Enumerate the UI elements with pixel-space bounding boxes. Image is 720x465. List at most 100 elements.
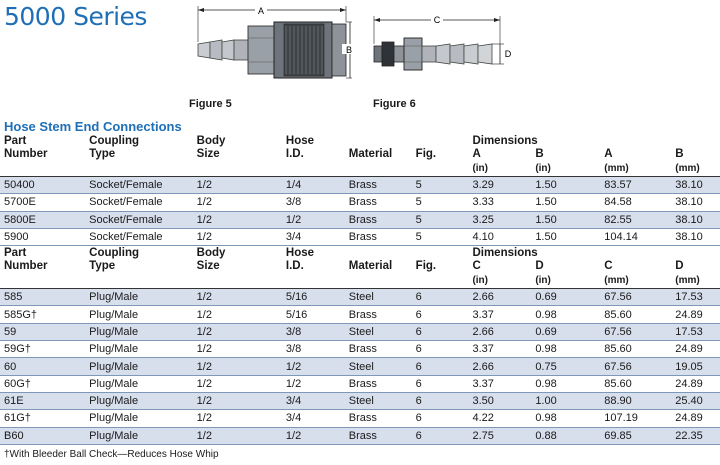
unit-label: (mm) bbox=[671, 160, 720, 177]
col-dimensions-header: Dimensions bbox=[472, 135, 538, 147]
cell-hose-id: 3/8 bbox=[281, 323, 345, 342]
cell-hose-id: 1/4 bbox=[281, 176, 345, 195]
series-title: 5000 Series bbox=[4, 2, 147, 31]
group-1-body: Part Coupling Body Hose Dimensions Numbe… bbox=[0, 134, 720, 247]
cell-body-size: 1/2 bbox=[192, 176, 282, 195]
cell-dim-2-mm: 24.89 bbox=[671, 375, 720, 393]
col-hose-header-2: I.D. bbox=[285, 260, 304, 273]
cell-part-number: 59 bbox=[0, 323, 86, 342]
cell-dim-1-in: 2.66 bbox=[468, 357, 532, 376]
hose-stem-table: Part Coupling Body Hose Dimensions Numbe… bbox=[0, 134, 720, 445]
cell-part-number: 61E bbox=[0, 392, 86, 411]
cell-hose-id: 1/2 bbox=[281, 211, 345, 229]
cell-dim-2-mm: 25.40 bbox=[671, 392, 720, 411]
cell-dim-2-in: 0.98 bbox=[531, 409, 601, 428]
cell-figure: 6 bbox=[411, 305, 469, 324]
col-body-header-2: Size bbox=[196, 148, 220, 160]
cell-coupling-type: Plug/Male bbox=[85, 323, 193, 342]
unit-label: (in) bbox=[468, 272, 532, 290]
cell-material: Brass bbox=[344, 427, 412, 445]
figure-6-drawing: C D bbox=[373, 15, 514, 71]
cell-dim-1-in: 3.50 bbox=[468, 392, 532, 411]
cell-figure: 5 bbox=[411, 176, 469, 195]
cell-part-number: 5800E bbox=[0, 211, 86, 229]
cell-dim-1-mm: 69.85 bbox=[600, 427, 672, 445]
cell-dim-1-in: 2.66 bbox=[468, 288, 532, 307]
cell-dim-1-in: 3.37 bbox=[468, 375, 532, 393]
cell-dim-1-in: 2.75 bbox=[468, 427, 532, 445]
dim-letter: A bbox=[472, 148, 481, 160]
cell-dim-1-mm: 67.56 bbox=[600, 288, 672, 307]
cell-dim-1-in: 3.25 bbox=[468, 211, 532, 229]
cell-body-size: 1/2 bbox=[192, 392, 282, 411]
cell-coupling-type: Socket/Female bbox=[85, 228, 193, 247]
cell-figure: 6 bbox=[411, 392, 469, 411]
cell-material: Brass bbox=[344, 211, 412, 229]
cell-dim-1-mm: 107.19 bbox=[600, 409, 672, 428]
group-1-header-row-2: Number Type Size I.D. Material Fig. A B … bbox=[0, 147, 720, 160]
cell-coupling-type: Socket/Female bbox=[85, 176, 193, 195]
cell-dim-2-mm: 17.53 bbox=[671, 288, 720, 307]
dim-b-label-bg bbox=[342, 44, 356, 54]
col-coupling-header: Coupling bbox=[89, 135, 139, 147]
cell-hose-id: 3/8 bbox=[281, 340, 345, 359]
cell-dim-1-mm: 85.60 bbox=[600, 375, 672, 393]
cell-dim-2-mm: 19.05 bbox=[671, 357, 720, 376]
cell-dim-1-mm: 88.90 bbox=[600, 392, 672, 411]
cell-hose-id: 3/4 bbox=[281, 392, 345, 411]
cell-coupling-type: Plug/Male bbox=[85, 305, 193, 324]
cell-dim-1-mm: 67.56 bbox=[600, 357, 672, 376]
cell-body-size: 1/2 bbox=[192, 427, 282, 445]
cell-material: Steel bbox=[344, 323, 412, 342]
col-hose-header: Hose bbox=[285, 247, 315, 260]
dim-d-label: D bbox=[505, 49, 512, 59]
cell-hose-id: 1/2 bbox=[281, 375, 345, 393]
dim-letter: A bbox=[604, 148, 613, 160]
unit-label: (mm) bbox=[671, 272, 720, 290]
cell-hose-id: 5/16 bbox=[281, 288, 345, 307]
col-body-header: Body bbox=[196, 247, 226, 260]
cell-body-size: 1/2 bbox=[192, 305, 282, 324]
cell-part-number: 59G† bbox=[0, 340, 86, 359]
group-2-header-row-1: Part Coupling Body Hose Dimensions bbox=[0, 246, 720, 260]
dim-d-label-bg bbox=[502, 49, 514, 59]
col-part-header: Part bbox=[4, 247, 27, 260]
unit-label: (in) bbox=[531, 160, 601, 177]
cell-dim-2-in: 1.50 bbox=[531, 176, 601, 195]
cell-figure: 5 bbox=[411, 193, 469, 212]
cell-material: Brass bbox=[344, 305, 412, 324]
cell-hose-id: 3/4 bbox=[281, 409, 345, 428]
cell-coupling-type: Plug/Male bbox=[85, 392, 193, 411]
cell-material: Brass bbox=[344, 340, 412, 359]
col-part-header: Part bbox=[4, 135, 27, 147]
col-dimensions-header: Dimensions bbox=[472, 247, 538, 260]
cell-body-size: 1/2 bbox=[192, 323, 282, 342]
cell-material: Brass bbox=[344, 375, 412, 393]
cell-dim-2-in: 0.75 bbox=[531, 357, 601, 376]
col-material-header: Material bbox=[348, 260, 393, 273]
cell-body-size: 1/2 bbox=[192, 288, 282, 307]
cell-dim-2-mm: 38.10 bbox=[671, 211, 720, 229]
group-1-header-row-1: Part Coupling Body Hose Dimensions bbox=[0, 134, 720, 147]
cell-material: Brass bbox=[344, 176, 412, 195]
cell-figure: 6 bbox=[411, 323, 469, 342]
cell-part-number: B60 bbox=[0, 427, 86, 445]
group-2-units-row: (in) (in) (mm) (mm) bbox=[0, 272, 720, 290]
cell-body-size: 1/2 bbox=[192, 211, 282, 229]
col-hose-header: Hose bbox=[285, 135, 315, 147]
cell-coupling-type: Plug/Male bbox=[85, 409, 193, 428]
dim-letter: D bbox=[535, 260, 544, 273]
cell-figure: 6 bbox=[411, 409, 469, 428]
figure-5-drawing: A B bbox=[197, 6, 356, 79]
cell-dim-2-mm: 38.10 bbox=[671, 228, 720, 247]
col-material-header: Material bbox=[348, 148, 393, 160]
cell-dim-2-mm: 38.10 bbox=[671, 176, 720, 195]
dim-letter: C bbox=[604, 260, 613, 273]
cell-material: Steel bbox=[344, 288, 412, 307]
cell-dim-1-mm: 83.57 bbox=[600, 176, 672, 195]
dim-c-label-bg bbox=[431, 15, 443, 25]
cell-dim-2-in: 1.50 bbox=[531, 228, 601, 247]
